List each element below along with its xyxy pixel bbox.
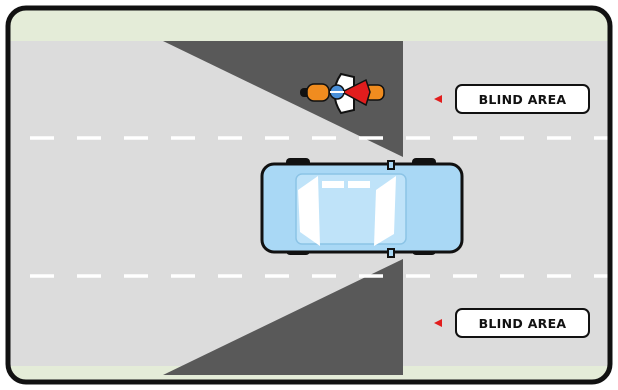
pointer-icon-bottom: [434, 319, 442, 327]
blind-zone-top: [163, 41, 403, 157]
motorcycle-fairing: [306, 83, 330, 102]
car: [260, 158, 464, 258]
motorcycle: [300, 72, 385, 115]
car-mirror-right: [387, 248, 395, 258]
car-windshield: [298, 176, 320, 246]
motorcycle-tank: [340, 78, 371, 107]
blind-area-label-bottom: BLIND AREA: [455, 308, 590, 338]
blind-area-label-top: BLIND AREA: [455, 84, 590, 114]
car-mirror-left: [387, 160, 395, 170]
car-rear-window: [374, 176, 396, 246]
car-side-window-1: [322, 181, 344, 188]
car-side-window-2: [348, 181, 370, 188]
diagram-frame: [5, 5, 613, 385]
pointer-icon-top: [434, 95, 442, 103]
blind-zone-bottom: [163, 259, 403, 375]
top-shoulder: [8, 8, 610, 41]
